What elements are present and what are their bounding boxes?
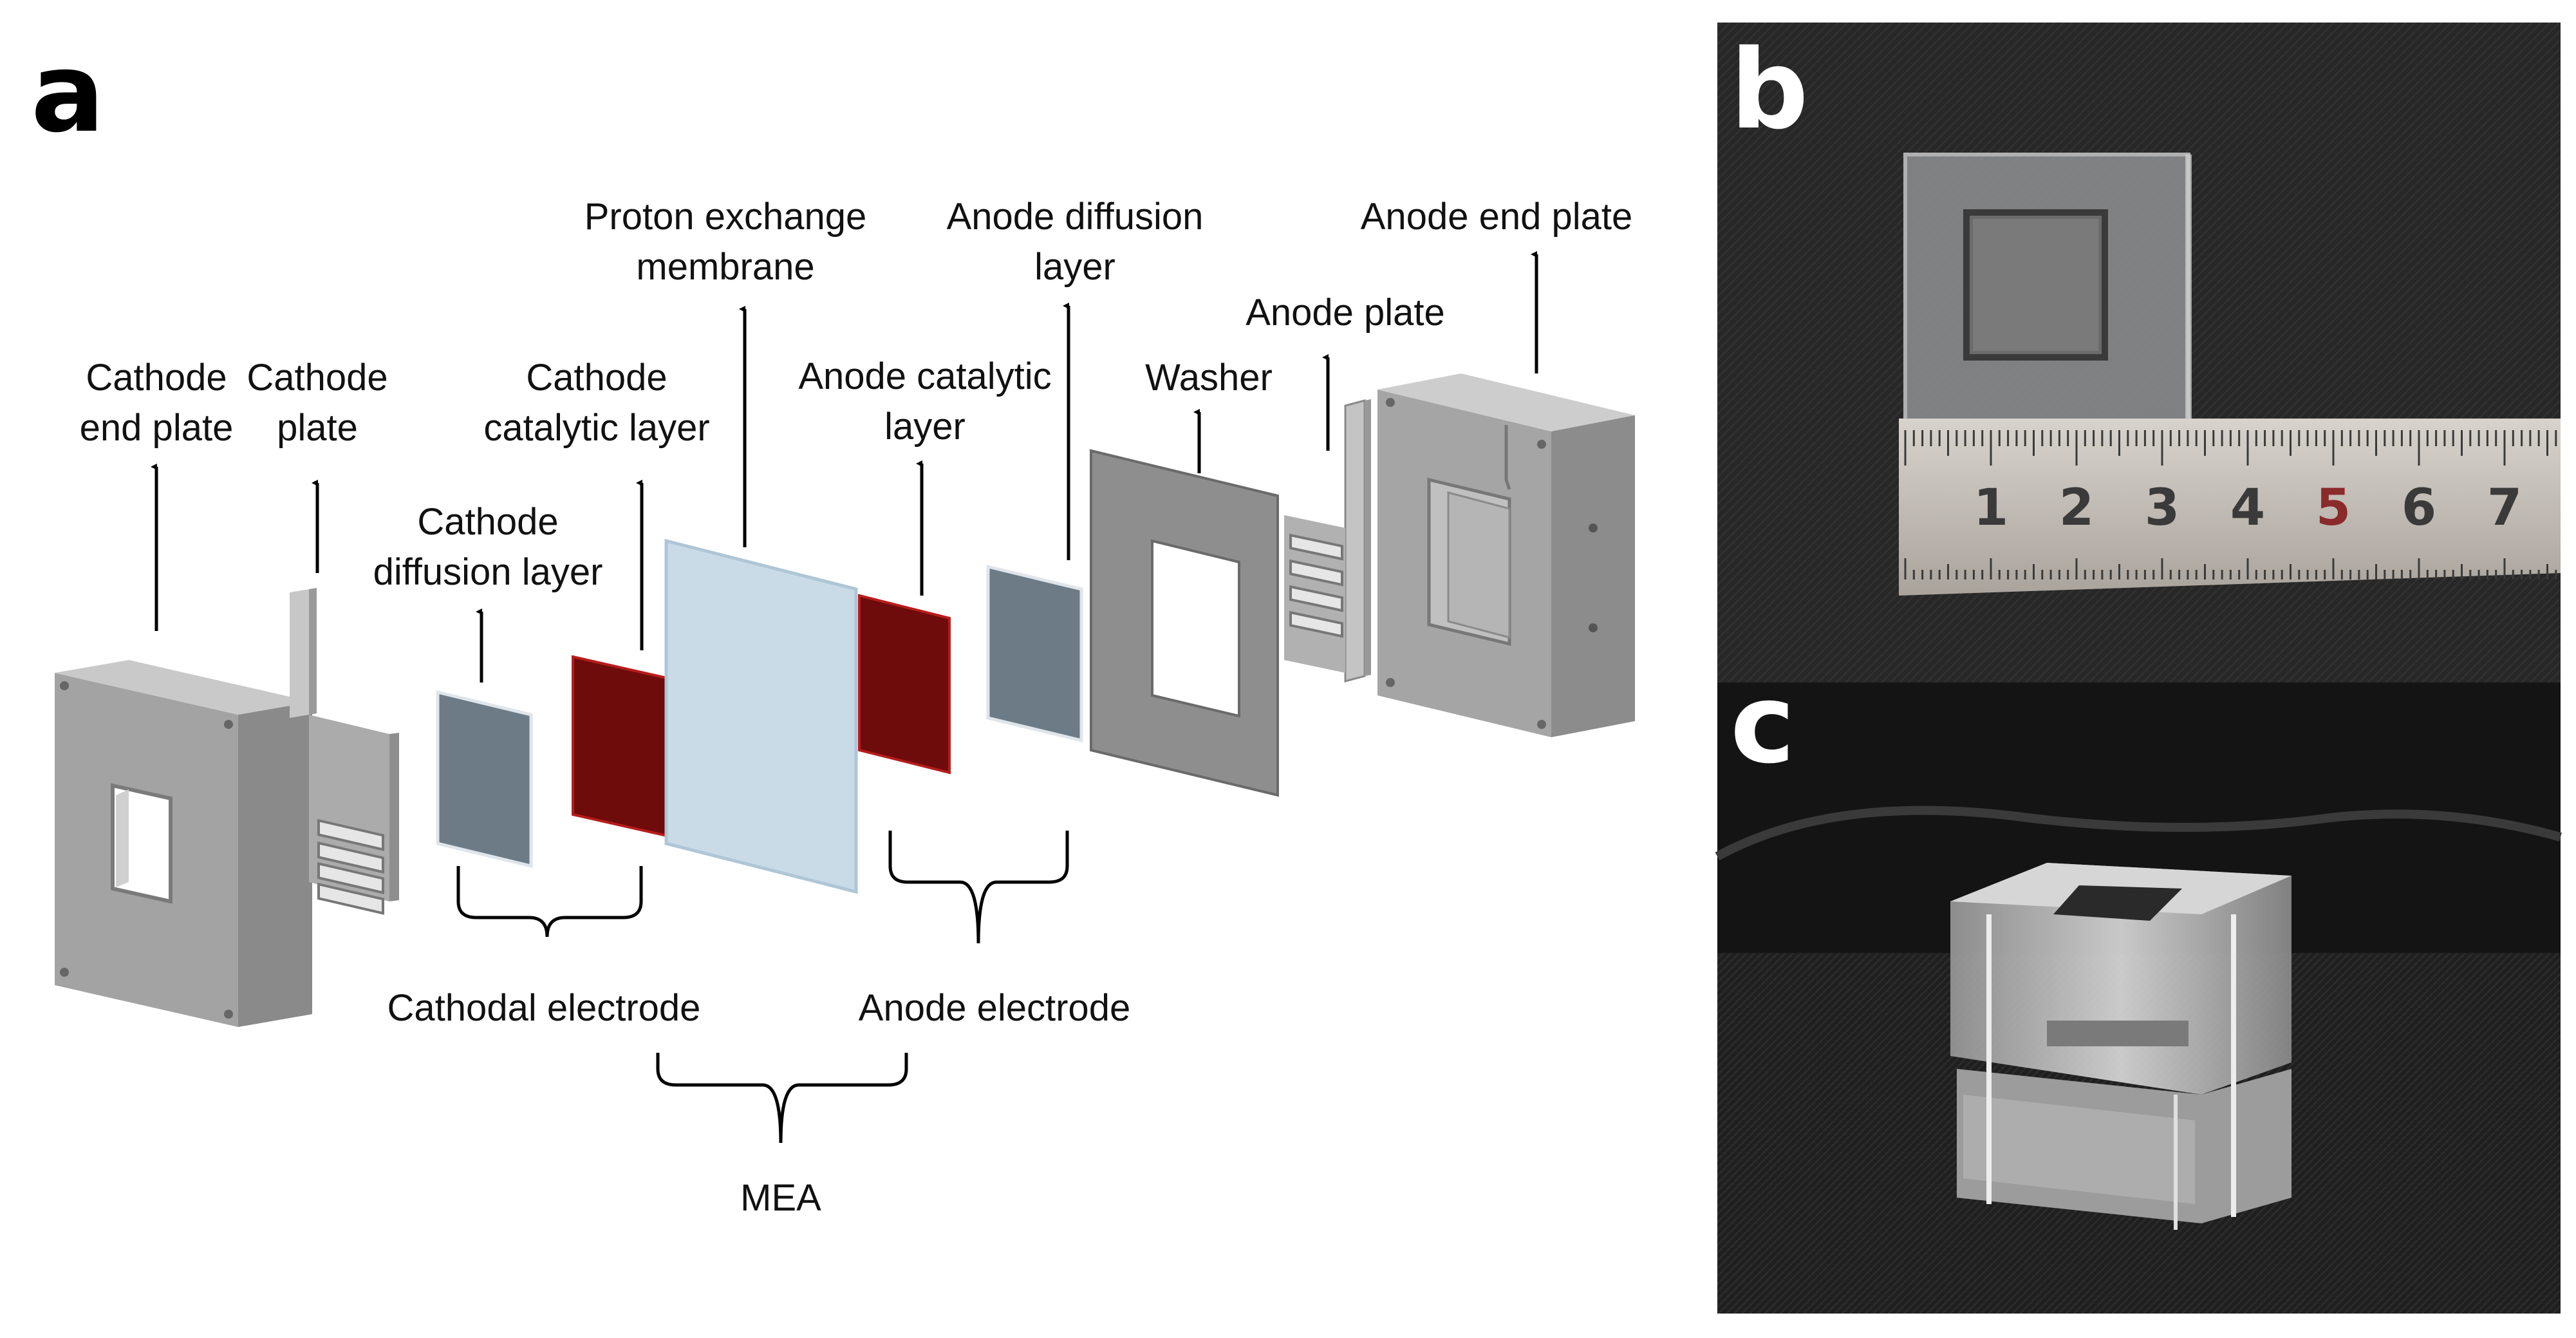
panel-label-b: b (1730, 26, 1809, 154)
label-line: diffusion layer (373, 551, 603, 593)
ruler-number: 1 (1974, 479, 2008, 537)
label-anode-electrode: Anode electrode (858, 987, 1131, 1029)
cathode-plate-shape (290, 588, 399, 915)
label-arrows (151, 251, 1538, 683)
label-line: layer (884, 406, 966, 448)
fuel-cell-assembly (1950, 863, 2291, 1230)
label-anode-plate: Anode plate (1246, 292, 1445, 334)
ruler-number: 3 (2145, 479, 2179, 537)
label-line: Anode diffusion (946, 196, 1204, 238)
label-line: membrane (636, 246, 815, 288)
cathode-catalytic-layer-shape (572, 655, 674, 839)
cathode-end-plate-shape (55, 660, 312, 1027)
washer-shape (1090, 449, 1279, 797)
ruler-number: 5 (2316, 479, 2351, 537)
panel-c-photo (1715, 683, 2562, 1314)
label-anode-end-plate: Anode end plate (1360, 196, 1633, 238)
anode-catalytic-layer-shape (858, 594, 951, 775)
label-line: Cathode (417, 501, 559, 543)
label-line: Cathode (247, 357, 388, 399)
group-brackets (456, 831, 1069, 1144)
label-line: Anode catalytic (798, 355, 1052, 397)
bracket-cathodal-electrode (456, 866, 643, 938)
label-line: catalytic layer (483, 407, 710, 449)
label-cathode-plate: Cathode plate (234, 353, 401, 453)
label-line: layer (1034, 246, 1115, 288)
cathode-diffusion-layer-shape (436, 690, 533, 869)
label-line: Cathode (86, 357, 227, 399)
proton-exchange-membrane-shape (664, 538, 858, 894)
panel-label-c: c (1730, 661, 1795, 788)
label-anode-catalytic-layer: Anode catalytic layer (764, 352, 1086, 452)
anode-diffusion-layer-shape (986, 564, 1083, 743)
label-cathode-catalytic-layer: Cathode catalytic layer (449, 353, 745, 453)
label-cathodal-electrode: Cathodal electrode (387, 987, 701, 1029)
panel-a-diagram (55, 251, 1635, 1144)
bracket-mea (656, 1053, 908, 1144)
label-washer: Washer (1145, 357, 1273, 399)
ruler-number: 6 (2402, 479, 2436, 537)
ruler-number: 7 (2487, 479, 2522, 537)
label-line: Cathode (526, 357, 667, 399)
ruler-number: 2 (2059, 479, 2094, 537)
label-anode-diffusion-layer: Anode diffusion layer (914, 192, 1236, 292)
label-cathode-end-plate: Cathode end plate (28, 353, 285, 453)
label-line: plate (277, 407, 358, 449)
anode-plate-shape (1284, 399, 1371, 683)
label-proton-exchange-membrane: Proton exchange membrane (552, 192, 899, 292)
ruler-number: 4 (2230, 479, 2265, 537)
label-line: Proton exchange (584, 196, 867, 238)
panel-label-a: a (31, 30, 105, 157)
bracket-anode-electrode (888, 831, 1069, 944)
label-line: end plate (79, 407, 234, 449)
label-mea: MEA (740, 1177, 821, 1219)
label-cathode-diffusion-layer: Cathode diffusion layer (353, 497, 623, 598)
anode-end-plate-shape (1377, 373, 1635, 737)
